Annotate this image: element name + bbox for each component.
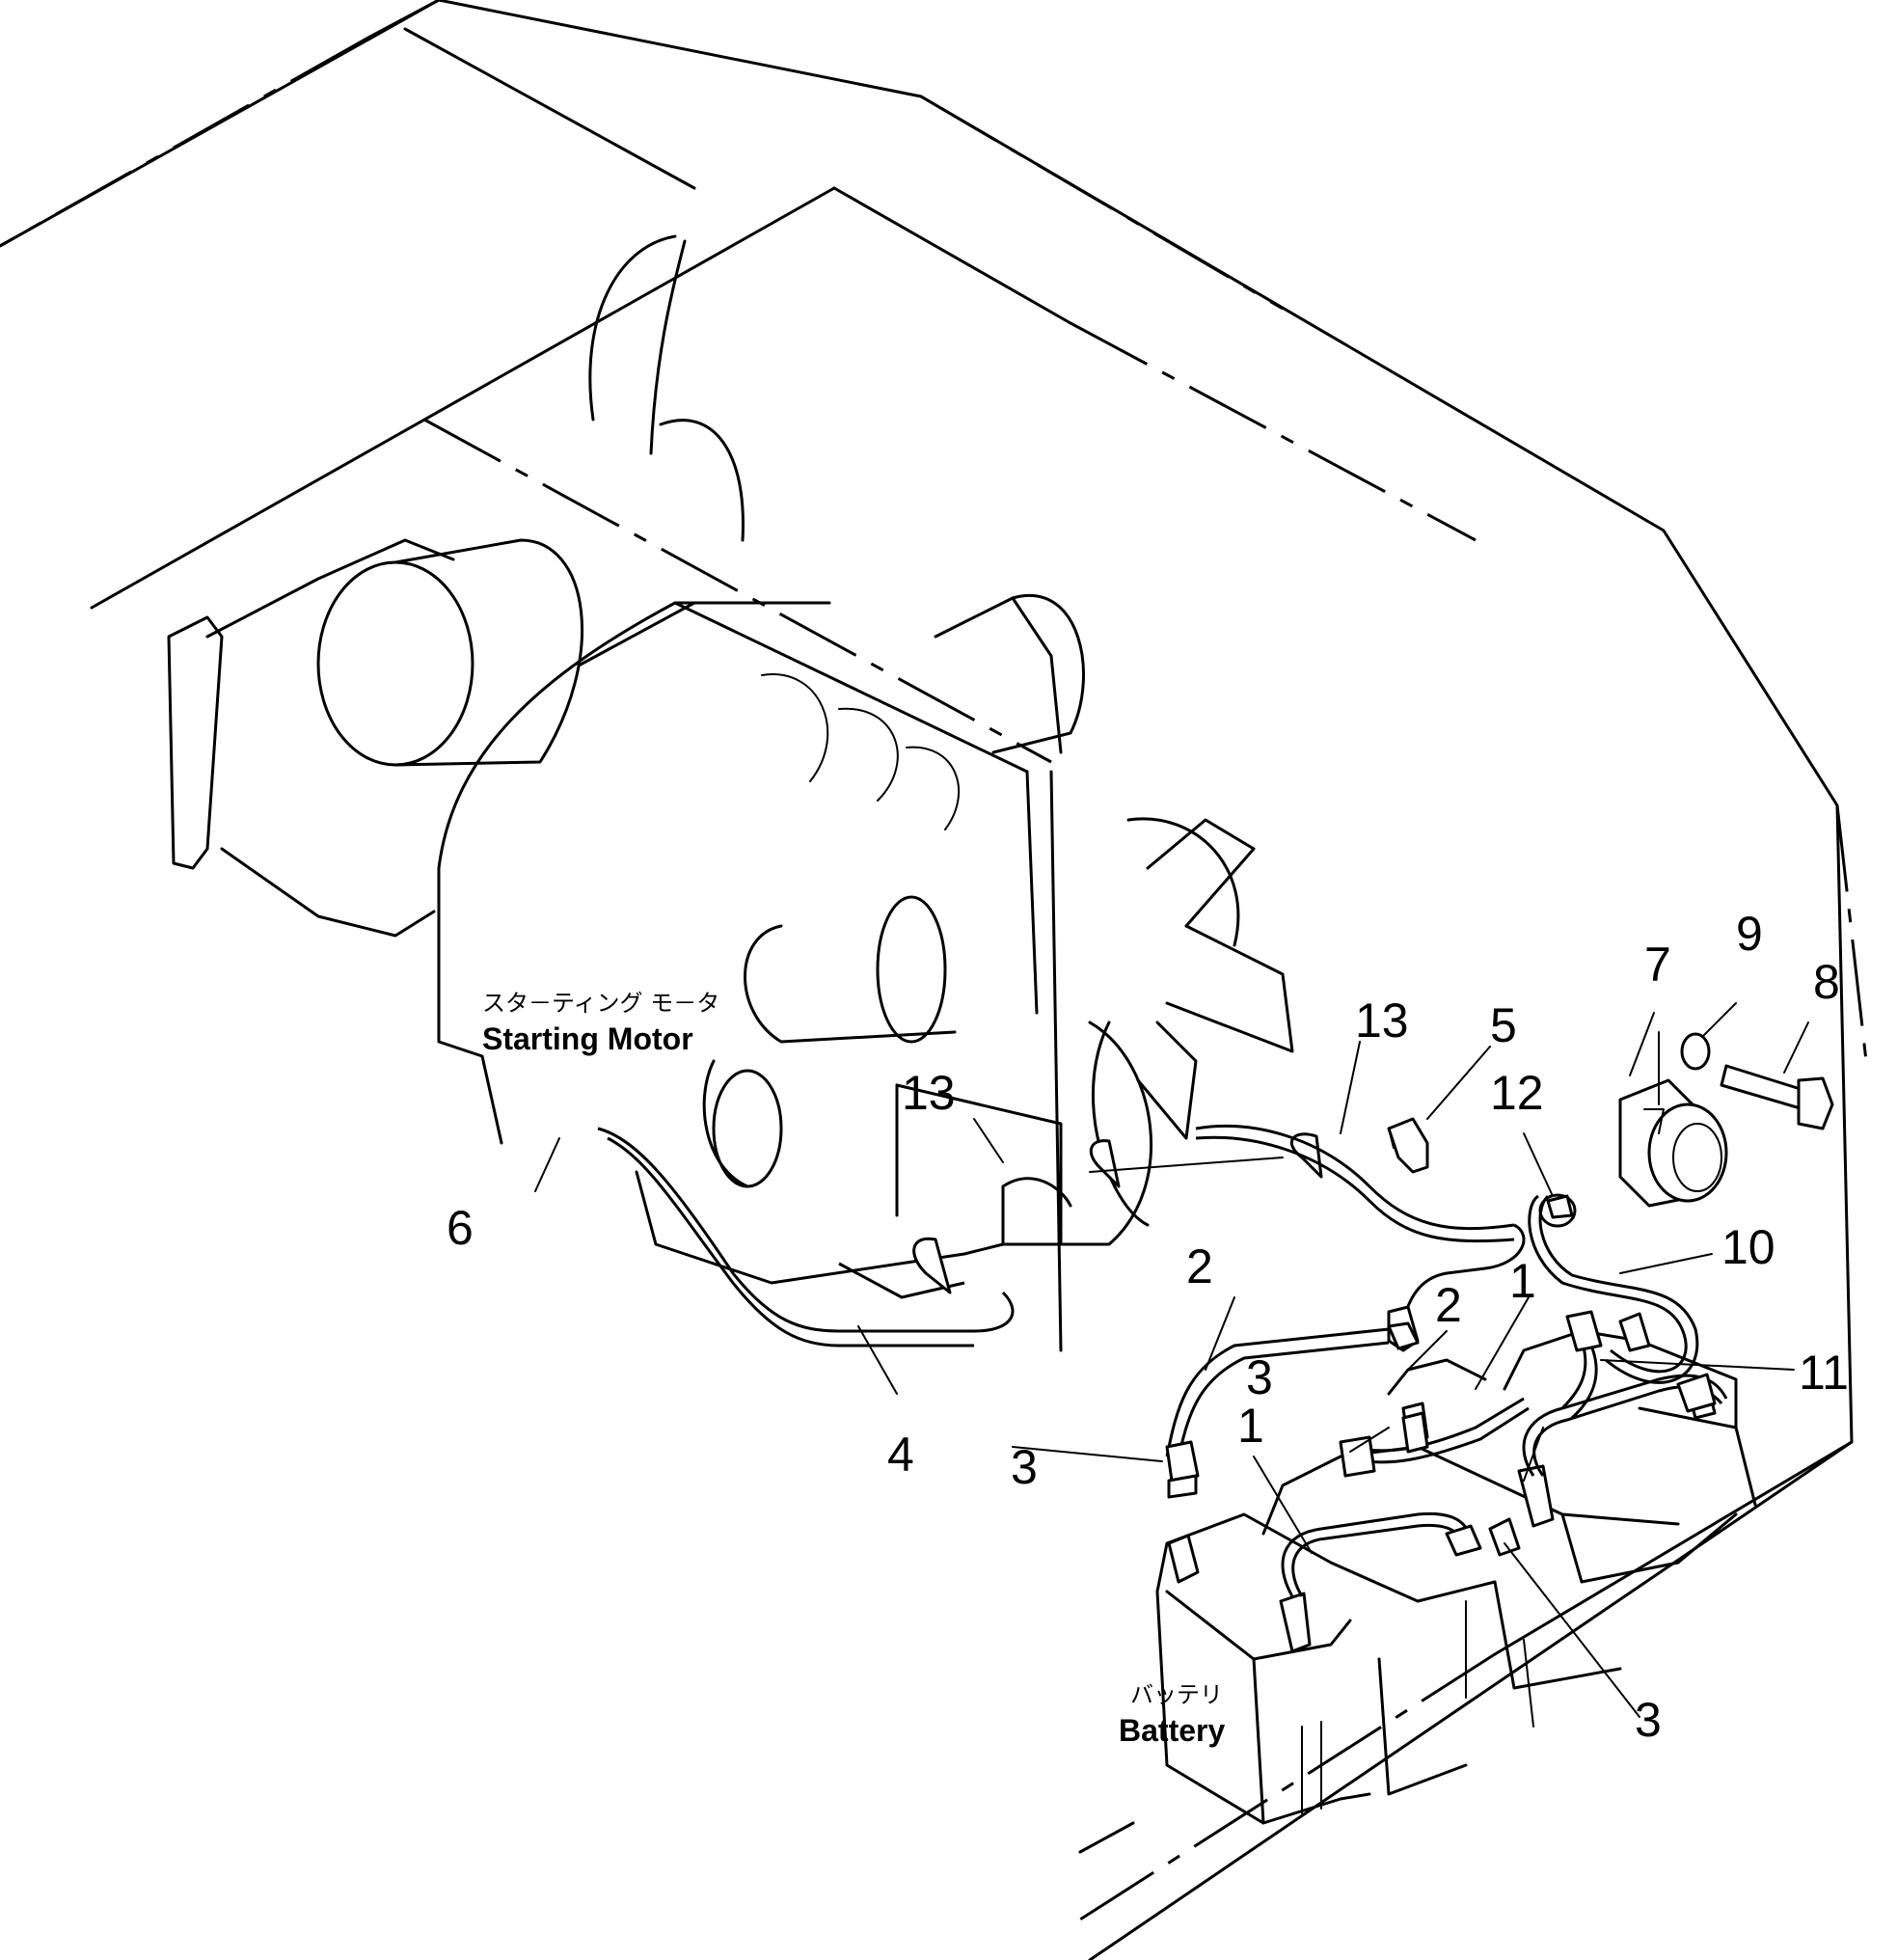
bolt-8 [1720,1064,1834,1130]
callout-2-left: 2 [1186,1239,1213,1293]
callout-1-left: 1 [1237,1399,1264,1453]
callout-4: 4 [887,1428,914,1482]
cable-10 [1528,1194,1699,1384]
clamps-13 [912,1132,1323,1294]
callout-11: 11 [1799,1346,1849,1400]
callout-1-right: 1 [1509,1254,1536,1308]
callout-6: 6 [447,1201,474,1255]
callout-13-right: 13 [1355,994,1409,1048]
callout-numbers: 6 4 13 13 5 7 9 8 12 10 11 2 2 1 3 1 3 3 [447,907,1849,1747]
callout-2-right: 2 [1435,1278,1462,1332]
callout-5: 5 [1490,998,1517,1052]
terminal-5 [1387,1117,1429,1174]
callout-3-left: 3 [1011,1440,1038,1494]
battery-relay-7 [1618,1031,1728,1208]
callout-10: 10 [1721,1220,1775,1274]
callout-7: 7 [1644,938,1671,992]
callout-9: 9 [1736,907,1763,961]
starting-motor-label-en: Starting Motor [482,1021,693,1056]
washer-9 [1680,1032,1711,1071]
callout-3-center: 3 [1246,1350,1273,1404]
battery-label-en: Battery [1119,1713,1225,1748]
starting-motor-label-jp: スタ－ティング モ－タ [482,990,719,1017]
callout-13-left: 13 [902,1066,956,1120]
callout-3-bottom: 3 [1635,1693,1662,1747]
battery-label-jp: バッテリ [1130,1681,1223,1708]
callout-12: 12 [1490,1066,1544,1120]
leader-lines [534,1002,1809,1718]
callout-8: 8 [1813,955,1840,1009]
engine-assembly [167,234,1294,1352]
cable-to-relay [1195,1125,1526,1322]
battery-cables [1165,1310,1728,1597]
cable-4 [597,1127,1015,1348]
component-labels: スタ－ティング モ－タ Starting Motor バッテリ Battery [482,990,1225,1748]
